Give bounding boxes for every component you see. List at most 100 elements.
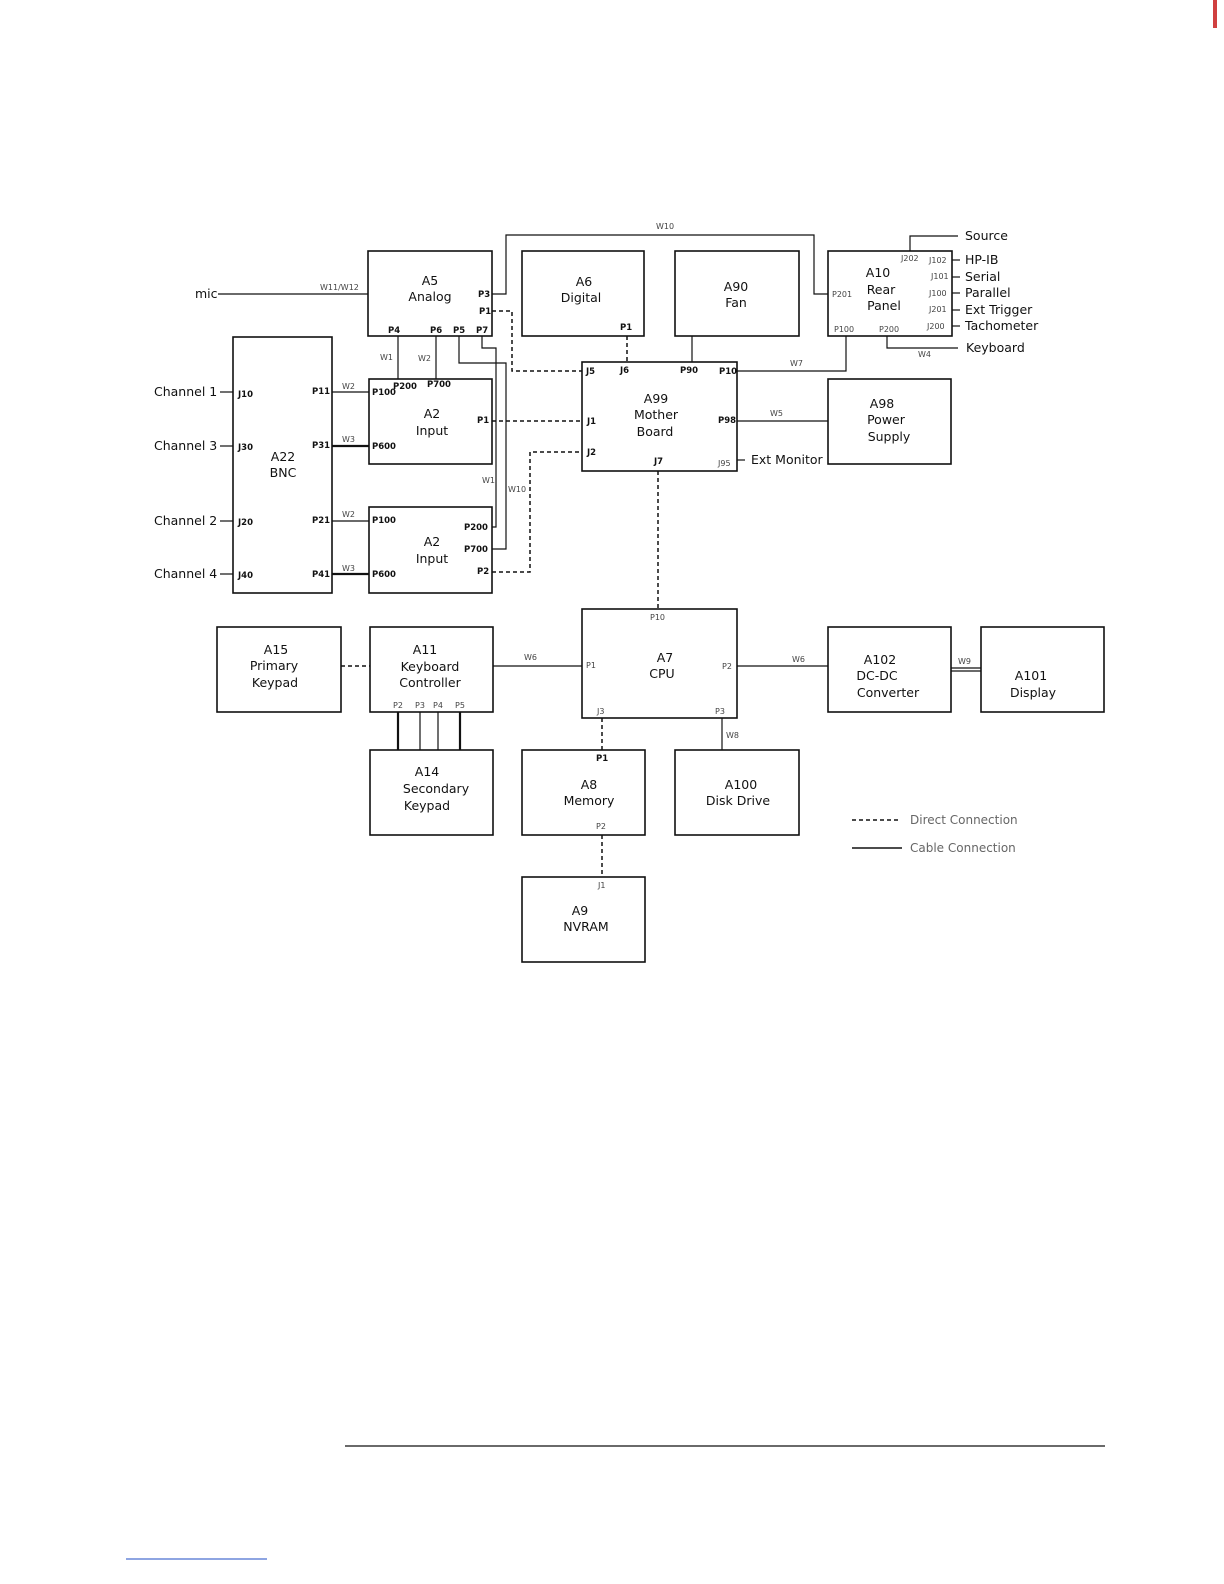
a90-title: A90 — [724, 279, 749, 294]
port-a7-p3: P3 — [715, 707, 725, 716]
a10-title: A10 — [866, 265, 891, 280]
label-ext-trigger: Ext Trigger — [965, 302, 1033, 317]
a11-title: A11 — [413, 642, 437, 657]
a6-title: A6 — [576, 274, 593, 289]
label-parallel: Parallel — [965, 285, 1011, 300]
port-a7-p2: P2 — [722, 662, 732, 671]
port-a22-p11: P11 — [312, 387, 330, 397]
label-hpib: HP-IB — [965, 252, 998, 267]
port-a7-j3: J3 — [596, 707, 604, 716]
label-ext-monitor: Ext Monitor — [751, 452, 824, 467]
port-a22-j20: J20 — [237, 518, 253, 528]
port-a10-j201: J201 — [928, 305, 947, 314]
a101-title: A101 — [1015, 668, 1047, 683]
port-a2b-p200: P200 — [464, 523, 488, 533]
page-edge-mark — [1213, 0, 1217, 28]
port-a99-j6: J6 — [619, 366, 629, 376]
port-a99-p98: P98 — [718, 416, 736, 426]
a98-title: A98 — [870, 396, 895, 411]
port-a5-p4: P4 — [388, 326, 400, 336]
port-a10-j202: J202 — [900, 254, 919, 263]
port-a5-p6: P6 — [430, 326, 442, 336]
port-a2t-p600: P600 — [372, 442, 396, 452]
a22-subtitle: BNC — [270, 465, 297, 480]
a100-title: A100 — [725, 777, 757, 792]
port-a99-j1: J1 — [586, 417, 596, 427]
legend-cable-label: Cable Connection — [910, 841, 1016, 855]
cable-w10-top — [492, 234, 828, 295]
port-a99-j7: J7 — [653, 457, 663, 467]
port-a2b-p100: P100 — [372, 516, 396, 526]
a101-subtitle: Display — [1010, 685, 1057, 700]
block-a2-input-bottom — [368, 506, 493, 594]
a15-line3: Keypad — [252, 675, 298, 690]
block-a90-fan — [674, 250, 800, 337]
port-a22-p21: P21 — [312, 516, 330, 526]
block-a15-primary-keypad — [216, 626, 342, 713]
block-a101-display — [980, 626, 1105, 713]
cable-a5-p5-to-a2b-p700 — [458, 336, 507, 550]
wire-w1-a: W1 — [380, 353, 393, 362]
a6-subtitle: Digital — [561, 290, 602, 305]
port-a2t-p200: P200 — [393, 382, 417, 392]
port-a2b-p2: P2 — [477, 567, 489, 577]
port-a11-p5: P5 — [455, 701, 465, 710]
port-a22-j10: J10 — [237, 390, 253, 400]
label-channel4: Channel 4 — [154, 566, 217, 581]
cable-a5-p7-to-a2b-p200 — [481, 336, 497, 528]
a11-line2: Keyboard — [401, 659, 460, 674]
label-tachometer: Tachometer — [964, 318, 1039, 333]
a2-bottom-subtitle: Input — [416, 551, 448, 566]
a2-top-subtitle: Input — [416, 423, 448, 438]
wire-w2-ch1: W2 — [342, 382, 355, 391]
port-a2t-p700: P700 — [427, 380, 451, 390]
port-a5-p5: P5 — [453, 326, 465, 336]
cable-source — [909, 235, 958, 251]
a7-title: A7 — [657, 650, 674, 665]
port-a5-p3: P3 — [478, 290, 490, 300]
a14-title: A14 — [415, 764, 440, 779]
wire-w2-a: W2 — [418, 354, 431, 363]
a2-top-title: A2 — [424, 406, 441, 421]
port-a99-j5: J5 — [585, 367, 595, 377]
a14-line2: Secondary — [403, 781, 470, 796]
wire-w2-ch2: W2 — [342, 510, 355, 519]
port-a6-p1: P1 — [620, 323, 632, 333]
a14-line3: Keypad — [404, 798, 450, 813]
wire-w11-w12: W11/W12 — [320, 283, 359, 292]
wire-w1-b: W1 — [482, 476, 495, 485]
port-a10-p201: P201 — [832, 290, 852, 299]
label-channel3: Channel 3 — [154, 438, 217, 453]
port-a10-j200: J200 — [926, 322, 945, 331]
a22-title: A22 — [271, 449, 295, 464]
port-a99-p10: P10 — [719, 367, 737, 377]
a5-subtitle: Analog — [408, 289, 451, 304]
port-a11-p4: P4 — [433, 701, 443, 710]
port-a11-p3: P3 — [415, 701, 425, 710]
a99-line3: Board — [637, 424, 674, 439]
block-a11-keyboard-controller — [369, 626, 494, 713]
a100-subtitle: Disk Drive — [706, 793, 770, 808]
wire-w3-ch3: W3 — [342, 435, 355, 444]
label-source: Source — [965, 228, 1008, 243]
a9-title: A9 — [572, 903, 589, 918]
a15-line2: Primary — [250, 658, 299, 673]
a99-title: A99 — [644, 391, 669, 406]
wire-w7: W7 — [790, 359, 803, 368]
a8-title: A8 — [581, 777, 598, 792]
legend-direct-label: Direct Connection — [910, 813, 1018, 827]
port-a5-p7: P7 — [476, 326, 488, 336]
a10-line2: Rear — [867, 282, 896, 297]
wire-w10-b: W10 — [508, 485, 526, 494]
direct-a5-p1-to-a99-j5 — [492, 310, 582, 372]
wire-w9: W9 — [958, 657, 971, 666]
a2-bottom-title: A2 — [424, 534, 441, 549]
a98-line2: Power — [867, 412, 906, 427]
a98-line3: Supply — [868, 429, 911, 444]
port-a7-p10: P10 — [650, 613, 665, 622]
port-a22-p41: P41 — [312, 570, 330, 580]
port-a10-p100: P100 — [834, 325, 854, 334]
port-a22-p31: P31 — [312, 441, 330, 451]
port-a10-j101: J101 — [930, 272, 949, 281]
